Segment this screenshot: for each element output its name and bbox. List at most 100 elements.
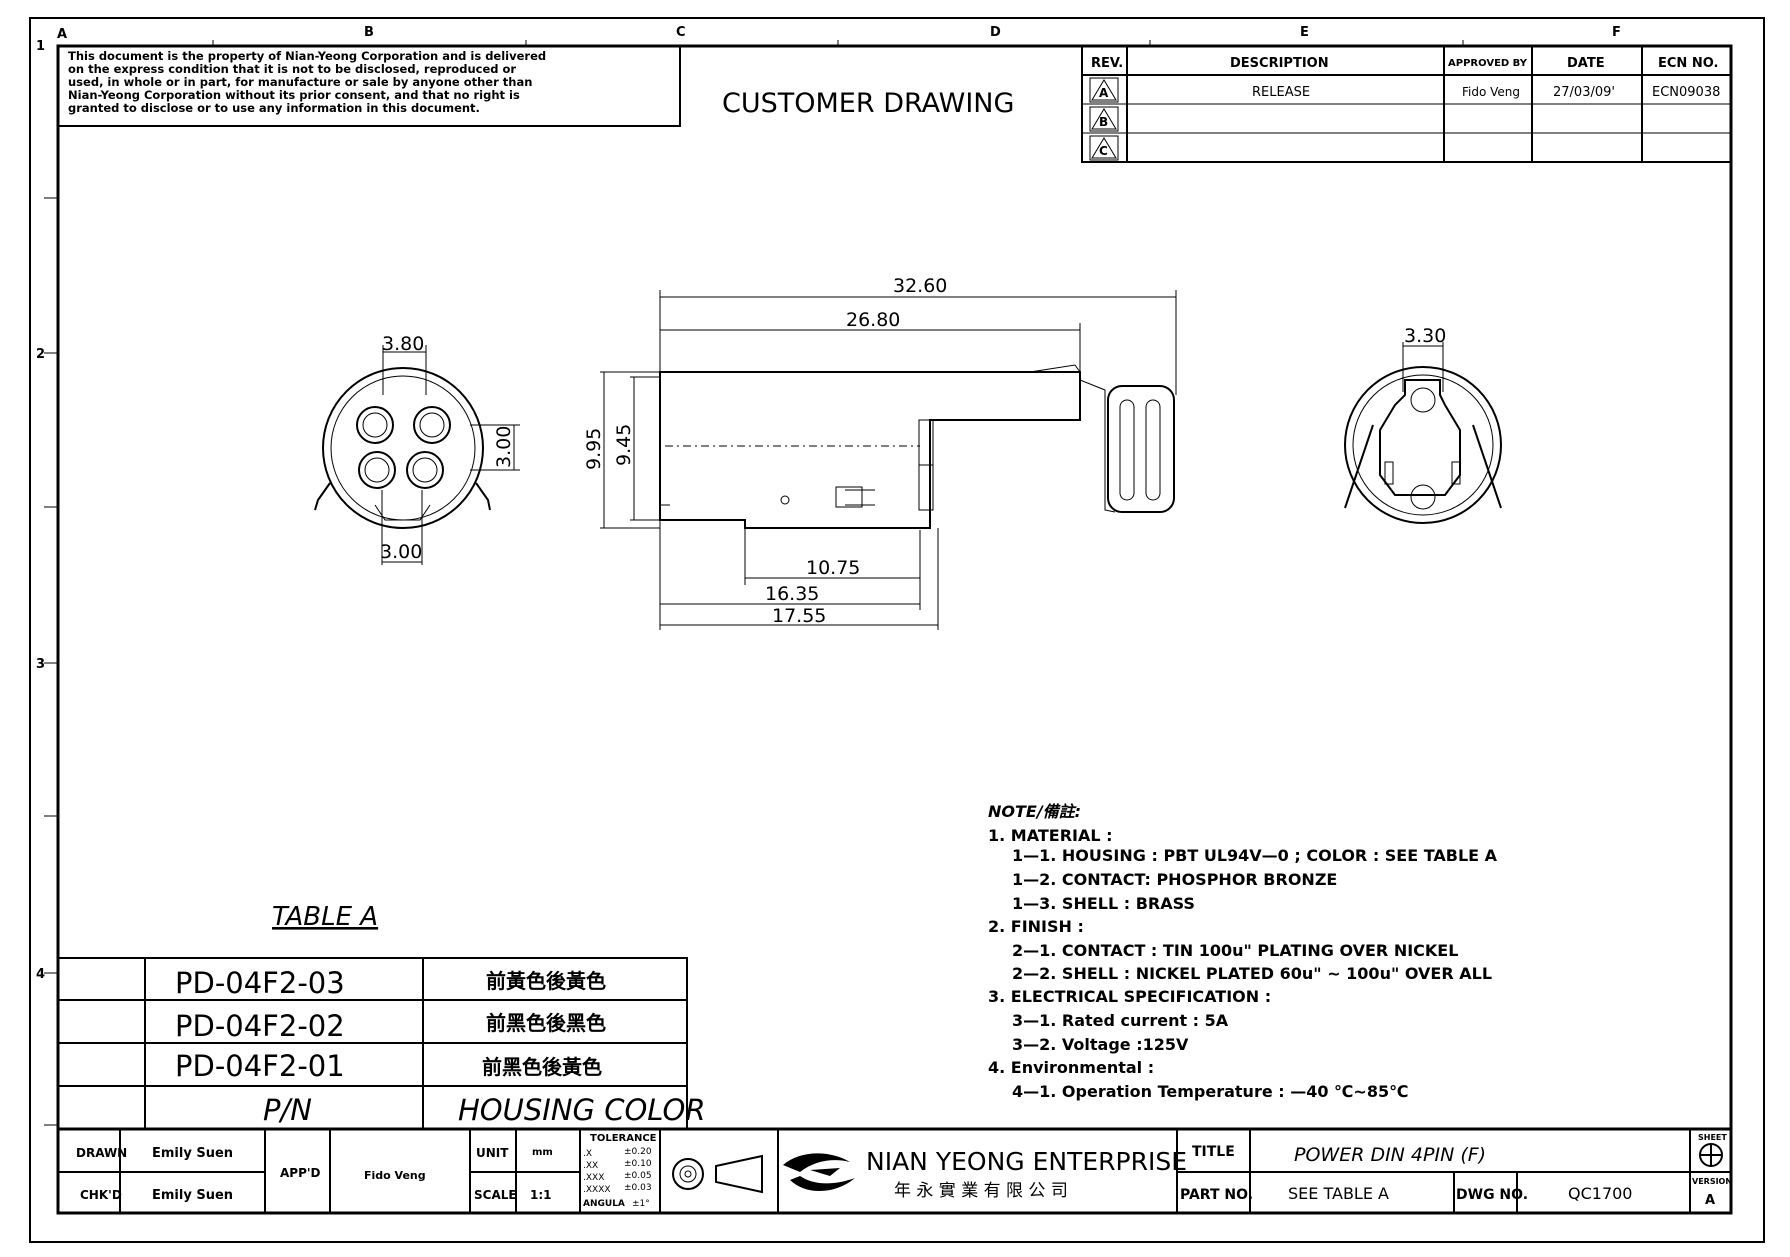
table-a-row-1-pn: PD-04F2-03 — [175, 966, 345, 1000]
dim-side-32-60: 32.60 — [893, 275, 947, 297]
zone-row-1: 1 — [36, 39, 45, 54]
table-a-title: TABLE A — [272, 902, 378, 932]
zone-col-b: B — [364, 25, 374, 40]
note-line-7: 2—2. SHELL : NICKEL PLATED 60u" ~ 100u" … — [1012, 964, 1492, 983]
note-line-10: 3—2. Voltage :125V — [1012, 1035, 1189, 1054]
dim-side-16-35: 16.35 — [765, 583, 819, 605]
zone-row-2: 2 — [36, 347, 45, 362]
tb-approved-by: Fido Veng — [364, 1169, 426, 1182]
zone-row-3: 3 — [36, 657, 45, 672]
tb-tol-val-1: ±0.20 — [624, 1147, 652, 1157]
legal-notice: This document is the property of Nian-Ye… — [68, 49, 546, 115]
tb-title-label: TITLE — [1192, 1144, 1235, 1160]
side-view — [600, 290, 1177, 630]
tb-version-label: VERSION — [1692, 1177, 1732, 1186]
tb-tol-fmt-1: .X — [583, 1149, 592, 1159]
legal-notice-line-1: This document is the property of Nian-Ye… — [68, 49, 546, 63]
note-line-3: 1—2. CONTACT: PHOSPHOR BRONZE — [1012, 870, 1337, 889]
legal-notice-box — [57, 45, 681, 127]
tb-checked-label: CHK'D — [80, 1188, 122, 1202]
dim-front-3-80: 3.80 — [382, 333, 424, 355]
table-a: PD-04F2-03 前黃色後黃色 PD-04F2-02 前黑色後黑色 PD-0… — [57, 957, 706, 1130]
table-a-header-color: HOUSING COLOR — [458, 1093, 706, 1127]
zone-col-a: A — [57, 27, 67, 42]
tb-tol-fmt-4: .XXXX — [583, 1185, 611, 1195]
company-logo — [783, 1153, 855, 1192]
inner-border — [56, 44, 1733, 1215]
note-line-2: 1—1. HOUSING : PBT UL94V—0 ; COLOR : SEE… — [1012, 846, 1498, 865]
tb-title-value: POWER DIN 4PIN (F) — [1294, 1144, 1486, 1166]
tb-sheet-label: SHEET — [1698, 1133, 1727, 1142]
rear-view — [1344, 342, 1502, 524]
outer-border — [29, 17, 1765, 1243]
dim-side-26-80: 26.80 — [846, 309, 900, 331]
zone-col-f: F — [1612, 25, 1621, 40]
legal-notice-line-4: Nian-Yeong Corporation without its prior… — [68, 88, 520, 102]
note-line-11: 4. Environmental : — [988, 1058, 1154, 1077]
table-a-row-1-color: 前黃色後黃色 — [486, 969, 606, 993]
zone-row-4: 4 — [36, 967, 45, 982]
revision-table: REV. DESCRIPTION APPROVED BY DATE ECN NO… — [1081, 45, 1732, 163]
table-a-row-2-color: 前黑色後黑色 — [486, 1011, 606, 1035]
dim-rear-3-30: 3.30 — [1404, 325, 1446, 347]
tb-part-no-label: PART NO. — [1180, 1187, 1253, 1203]
tb-version-value: A — [1705, 1193, 1715, 1208]
table-a-row-3-color: 前黑色後黃色 — [482, 1055, 602, 1079]
tb-scale-label: SCALE — [474, 1188, 517, 1202]
note-line-4: 1—3. SHELL : BRASS — [1012, 894, 1195, 913]
notes-title: NOTE/備註: — [988, 802, 1081, 821]
sheet-symbol-icon — [1699, 1143, 1723, 1167]
title-block-fields: DRAWN Emily Suen CHK'D Emily Suen APP'D … — [76, 1133, 1732, 1209]
zone-col-d: D — [990, 25, 1001, 40]
rev-triangle-a: A — [1089, 77, 1119, 103]
notes: NOTE/備註: 1. MATERIAL : 1—1. HOUSING : PB… — [988, 802, 1498, 1101]
drawing-heading: CUSTOMER DRAWING — [722, 88, 1014, 119]
rev-a-approved-by: Fido Veng — [1462, 85, 1520, 99]
tb-tol-fmt-5: ANGULA — [583, 1199, 625, 1209]
title-block — [58, 1127, 1731, 1213]
zone-col-e: E — [1300, 25, 1309, 40]
note-line-5: 2. FINISH : — [988, 917, 1084, 936]
rev-header-approved: APPROVED BY — [1448, 58, 1528, 69]
front-view — [314, 345, 520, 565]
tb-checked-by: Emily Suen — [152, 1188, 233, 1203]
tb-tol-fmt-3: .XXX — [583, 1173, 604, 1183]
note-line-8: 3. ELECTRICAL SPECIFICATION : — [988, 987, 1271, 1006]
rev-triangle-c: C — [1089, 135, 1119, 161]
legal-notice-line-2: on the express condition that it is not … — [68, 62, 516, 76]
third-angle-projection-icon — [672, 1154, 763, 1194]
svg-text:A: A — [1099, 86, 1109, 100]
note-line-6: 2—1. CONTACT : TIN 100u" PLATING OVER NI… — [1012, 941, 1458, 960]
rev-header-ecn: ECN NO. — [1658, 56, 1718, 71]
tb-tol-fmt-2: .XX — [583, 1161, 598, 1171]
rev-a-description: RELEASE — [1252, 85, 1310, 100]
tb-dwg-no-label: DWG NO. — [1456, 1187, 1528, 1203]
legal-notice-line-5: granted to disclose or to use any inform… — [68, 101, 480, 115]
note-line-12: 4—1. Operation Temperature : —40 ℃~85℃ — [1012, 1082, 1408, 1101]
table-a-header-pn: P/N — [263, 1093, 312, 1127]
dim-side-9-95: 9.95 — [583, 428, 605, 470]
rev-triangle-b: B — [1089, 106, 1119, 132]
dim-front-3-00-v: 3.00 — [493, 426, 515, 468]
rev-header-description: DESCRIPTION — [1230, 56, 1329, 71]
tb-company-name-cn: 年 永 實 業 有 限 公 司 — [894, 1181, 1068, 1201]
note-line-9: 3—1. Rated current : 5A — [1012, 1011, 1229, 1030]
svg-text:B: B — [1099, 115, 1108, 129]
table-a-row-2-pn: PD-04F2-02 — [175, 1009, 345, 1043]
svg-text:C: C — [1099, 144, 1108, 158]
rev-a-ecn: ECN09038 — [1652, 85, 1720, 100]
zone-ticks — [44, 40, 1464, 1126]
table-a-row-3-pn: PD-04F2-01 — [175, 1049, 345, 1083]
dim-side-10-75: 10.75 — [806, 557, 860, 579]
tb-drawn-by: Emily Suen — [152, 1146, 233, 1161]
tb-tolerance-title: TOLERANCE — [590, 1133, 657, 1144]
tb-drawn-label: DRAWN — [76, 1146, 127, 1160]
rev-a-date: 27/03/09' — [1553, 85, 1615, 100]
dim-front-3-00-h: 3.00 — [380, 541, 422, 563]
note-line-1: 1. MATERIAL : — [988, 826, 1113, 845]
tb-part-no-value: SEE TABLE A — [1288, 1184, 1389, 1203]
tb-unit-value: mm — [532, 1147, 553, 1158]
tb-dwg-no-value: QC1700 — [1568, 1184, 1632, 1203]
tb-tol-val-5: ±1° — [632, 1199, 650, 1209]
